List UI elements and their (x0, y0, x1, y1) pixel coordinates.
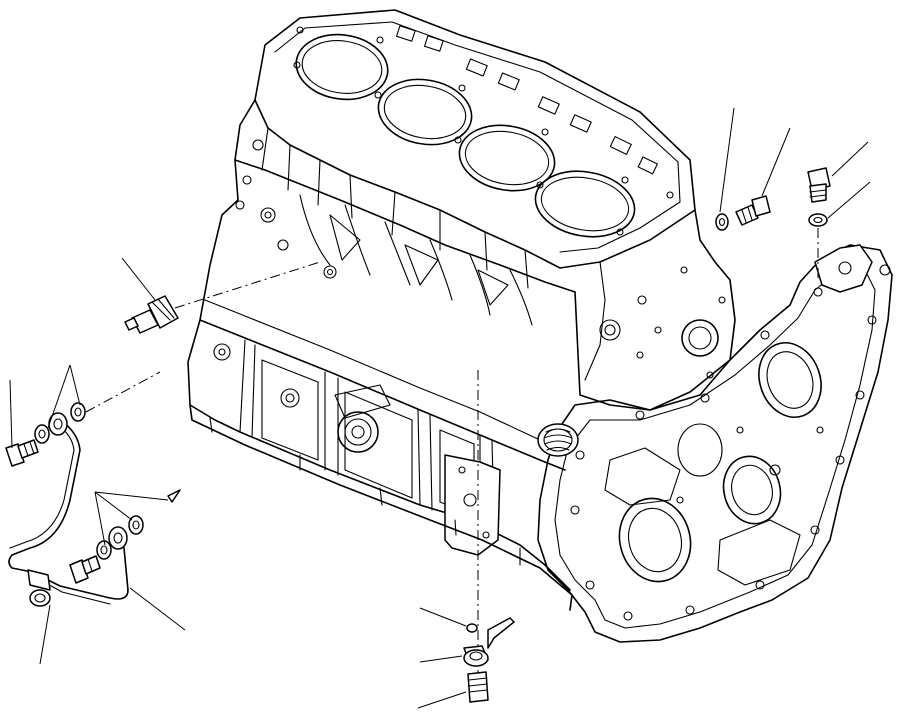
bolt-top-right (807, 141, 869, 203)
oil-pressure-switch (121, 257, 321, 334)
gear-case (537, 244, 893, 643)
oil-jet-tube (5, 364, 186, 665)
cylinder-block (187, 9, 736, 611)
drain-cock-assembly (417, 370, 515, 709)
plug-bolt-right (715, 107, 791, 231)
washer-top-right (808, 181, 871, 280)
